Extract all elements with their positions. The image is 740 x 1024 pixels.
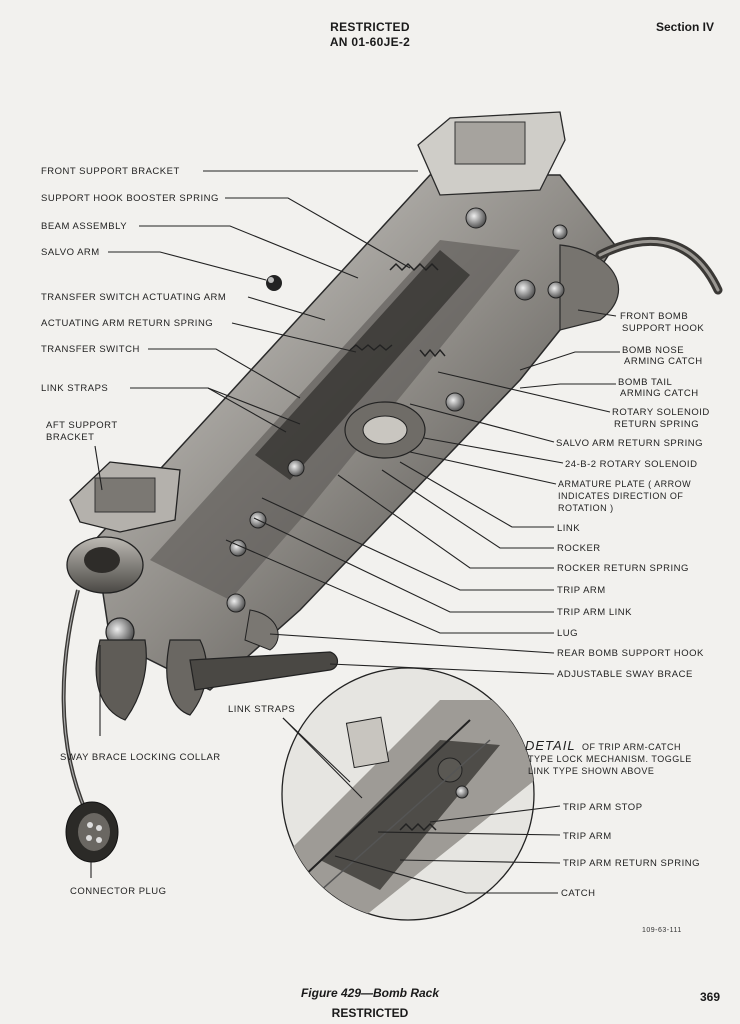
label-rotary-solenoid: 24-B-2 ROTARY SOLENOID: [565, 459, 697, 470]
label-lug: LUG: [557, 628, 578, 639]
label-rotary-solenoid-return-spring-line1: ROTARY SOLENOID: [612, 407, 710, 418]
label-aft-support-bracket-line1: AFT SUPPORT: [46, 420, 118, 431]
label-detail-trip-arm: TRIP ARM: [563, 831, 612, 842]
label-link: LINK: [557, 523, 580, 534]
label-armature-plate-line1: ARMATURE PLATE ( ARROW: [558, 479, 691, 489]
label-trip-arm-link: TRIP ARM LINK: [557, 607, 632, 618]
label-trip-arm: TRIP ARM: [557, 585, 606, 596]
label-sway-brace-locking-collar: SWAY BRACE LOCKING COLLAR: [60, 752, 221, 763]
figure-reference-code: 109-63-111: [642, 927, 682, 934]
label-bomb-nose-arming-catch-line2: ARMING CATCH: [624, 356, 703, 367]
label-actuating-arm-return-spring: ACTUATING ARM RETURN SPRING: [41, 318, 213, 329]
left-labels: FRONT SUPPORT BRACKET SUPPORT HOOK BOOST…: [41, 166, 226, 897]
label-front-support-bracket: FRONT SUPPORT BRACKET: [41, 166, 180, 177]
label-salvo-arm: SALVO ARM: [41, 247, 100, 258]
label-armature-plate-line2: INDICATES DIRECTION OF: [558, 491, 683, 501]
connector-plug-shape: [65, 801, 119, 863]
label-catch: CATCH: [561, 888, 596, 899]
label-bomb-nose-arming-catch-line1: BOMB NOSE: [622, 345, 684, 356]
label-rear-bomb-support-hook: REAR BOMB SUPPORT HOOK: [557, 648, 704, 659]
label-aft-support-bracket-line2: BRACKET: [46, 432, 94, 443]
detail-text-line3: LINK TYPE SHOWN ABOVE: [528, 766, 654, 776]
booster-spring: [389, 262, 439, 272]
label-adjustable-sway-brace: ADJUSTABLE SWAY BRACE: [557, 669, 693, 680]
leader-lines: [90, 170, 620, 894]
label-transfer-switch: TRANSFER SWITCH: [41, 344, 140, 355]
detail-text-line2: TYPE LOCK MECHANISM. TOGGLE: [528, 754, 692, 764]
label-connector-plug: CONNECTOR PLUG: [70, 886, 167, 897]
header-classification: RESTRICTED: [330, 20, 410, 34]
label-detail-link-straps: LINK STRAPS: [228, 704, 295, 715]
header-doc-number: AN 01-60JE-2: [329, 35, 411, 49]
label-transfer-switch-actuating-arm: TRANSFER SWITCH ACTUATING ARM: [41, 292, 226, 303]
detail-labels: LINK STRAPS DETAIL OF TRIP ARM-CATCH TYP…: [228, 704, 700, 934]
label-bomb-tail-arming-catch-line2: ARMING CATCH: [620, 388, 699, 399]
figure-caption: Figure 429—Bomb Rack: [300, 986, 440, 1000]
label-front-bomb-support-hook-line1: FRONT BOMB: [620, 311, 688, 322]
page-number: 369: [699, 990, 720, 1004]
label-trip-arm-stop: TRIP ARM STOP: [563, 802, 643, 813]
label-rocker: ROCKER: [557, 543, 601, 554]
footer-classification: RESTRICTED: [331, 1006, 409, 1020]
rack-body: [61, 111, 723, 863]
label-rotary-solenoid-return-spring-line2: RETURN SPRING: [614, 419, 699, 430]
label-beam-assembly: BEAM ASSEMBLY: [41, 221, 127, 232]
label-support-hook-booster-spring: SUPPORT HOOK BOOSTER SPRING: [41, 193, 219, 204]
detail-view: [281, 667, 535, 921]
detail-heading: DETAIL: [525, 738, 576, 753]
label-salvo-arm-return-spring: SALVO ARM RETURN SPRING: [556, 438, 703, 449]
header-section: Section IV: [655, 20, 714, 34]
label-rocker-return-spring: ROCKER RETURN SPRING: [557, 563, 689, 574]
label-front-bomb-support-hook-line2: SUPPORT HOOK: [622, 323, 704, 334]
right-labels: FRONT BOMB SUPPORT HOOK BOMB NOSE ARMING…: [556, 311, 710, 680]
label-link-straps: LINK STRAPS: [41, 383, 108, 394]
label-armature-plate-line3: ROTATION ): [558, 503, 614, 513]
detail-text-line1: OF TRIP ARM-CATCH: [582, 742, 681, 752]
adjustable-sway-brace-shape: [189, 651, 339, 691]
label-bomb-tail-arming-catch-line1: BOMB TAIL: [618, 377, 672, 388]
label-trip-arm-return-spring: TRIP ARM RETURN SPRING: [563, 858, 700, 869]
